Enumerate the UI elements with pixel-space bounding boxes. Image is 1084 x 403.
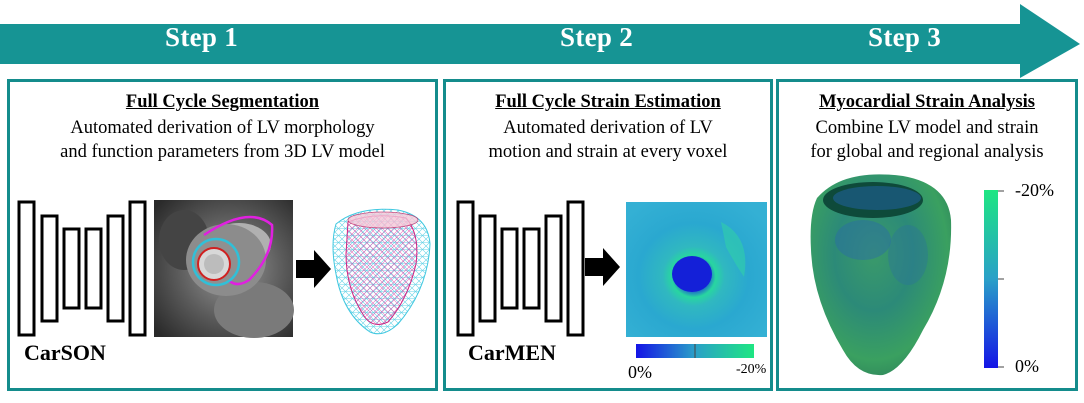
panel-strain-estimation: Full Cycle Strain Estimation Automated d…	[443, 79, 773, 391]
mri-segmentation-image	[154, 200, 293, 337]
colorbar-max-label: -20%	[736, 362, 766, 378]
strain-colorbar-horizontal	[636, 344, 754, 358]
strain-colorbar-vertical	[984, 190, 1004, 368]
panel-description-line-1: Combine LV model and strain	[779, 116, 1075, 140]
strain-map-image	[626, 202, 767, 337]
step-2-label: Step 2	[560, 22, 633, 53]
lv-mesh-model	[328, 204, 433, 339]
panel-segmentation: Full Cycle Segmentation Automated deriva…	[7, 79, 438, 391]
panel-description-line-2: for global and regional analysis	[779, 140, 1075, 164]
arrow-icon	[296, 250, 332, 288]
colorbar-top-label: -20%	[1015, 180, 1054, 201]
colorbar-min-label: 0%	[628, 362, 652, 383]
panel-title: Myocardial Strain Analysis	[779, 92, 1075, 113]
panel-strain-analysis: Myocardial Strain Analysis Combine LV mo…	[776, 79, 1078, 391]
step-3-label: Step 3	[868, 22, 941, 53]
step-1-label: Step 1	[165, 22, 238, 53]
colorbar-bottom-label: 0%	[1015, 356, 1039, 377]
network-name: CarSON	[24, 340, 106, 366]
network-name: CarMEN	[468, 340, 556, 366]
arrow-icon	[585, 248, 621, 286]
lv-strain-model	[803, 170, 963, 380]
